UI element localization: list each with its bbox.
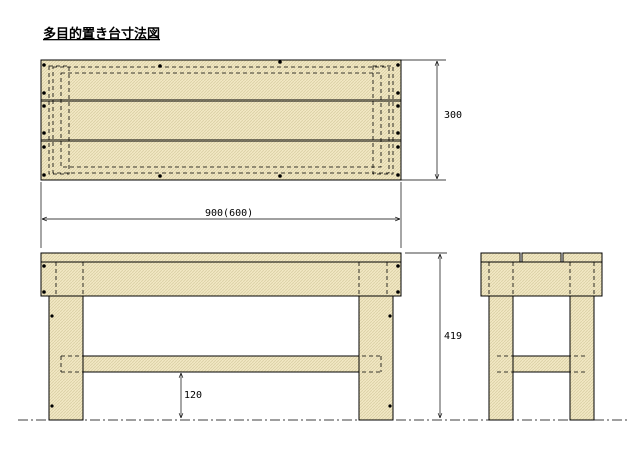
depth-label: 300 <box>444 110 462 121</box>
front-view <box>40 252 402 421</box>
front-apron <box>40 261 402 297</box>
front-stretcher <box>82 355 360 373</box>
stretcher-height-label: 120 <box>184 390 202 401</box>
hidden-leg-right <box>372 65 394 175</box>
front-screws <box>42 264 400 408</box>
height-label: 419 <box>444 331 462 342</box>
top-screws <box>42 60 400 178</box>
side-stretcher <box>512 355 571 373</box>
depth-dimension: 300 <box>401 59 462 181</box>
width-label: 900(600) <box>205 208 253 219</box>
drawing-title: 多目的置き台寸法図 <box>43 26 160 42</box>
top-view-outline <box>40 59 402 181</box>
side-top-board-2 <box>521 252 562 263</box>
height-dimension: 419 <box>405 252 462 418</box>
hidden-apron-outer <box>52 66 390 174</box>
top-view <box>40 59 402 181</box>
side-top-board-3 <box>562 252 603 263</box>
side-leg-left <box>488 295 514 421</box>
side-view <box>480 252 603 421</box>
side-top-board-1 <box>480 252 521 263</box>
front-leg-left <box>48 295 84 421</box>
front-leg-right <box>358 295 394 421</box>
hidden-apron-inner <box>60 72 382 168</box>
side-apron <box>480 261 603 297</box>
side-leg-right <box>569 295 595 421</box>
width-dimension: 900(600) <box>40 182 402 248</box>
stretcher-dimension: 120 <box>181 373 202 418</box>
front-top-board <box>40 252 402 263</box>
hidden-leg-left <box>48 65 70 175</box>
